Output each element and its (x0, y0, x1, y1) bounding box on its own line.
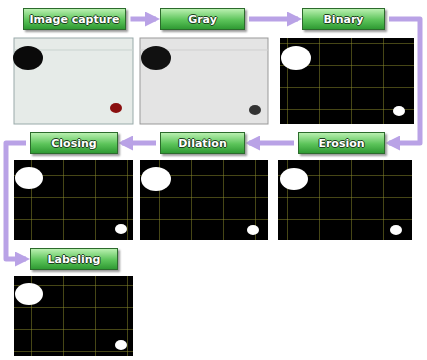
process-box: Gray (160, 8, 245, 30)
step-label: Labeling (47, 253, 100, 266)
labeling-image (14, 276, 133, 356)
flow-arrow (122, 141, 156, 146)
step-label: Closing (51, 137, 96, 150)
dilation-image (140, 160, 268, 240)
step-label: Gray (188, 13, 217, 26)
binary-image (280, 38, 414, 124)
process-box: Image capture (23, 8, 127, 30)
step-label: Dilation (178, 137, 227, 150)
step-label: Binary (323, 13, 363, 26)
process-box: Dilation (160, 132, 245, 154)
process-box: Erosion (298, 132, 385, 154)
gray-image (140, 38, 268, 124)
process-box: Closing (30, 132, 118, 154)
process-box: Labeling (30, 248, 118, 270)
closing-image (14, 160, 133, 240)
color-image (13, 38, 133, 124)
flow-arrow (249, 17, 298, 22)
process-box: Binary (302, 8, 385, 30)
flow-arrow (130, 17, 156, 22)
erosion-image (278, 160, 412, 240)
flow-arrow (249, 141, 294, 146)
step-label: Erosion (318, 137, 364, 150)
step-label: Image capture (30, 13, 120, 26)
flow-arrow (6, 143, 26, 259)
flow-arrow (389, 19, 420, 143)
